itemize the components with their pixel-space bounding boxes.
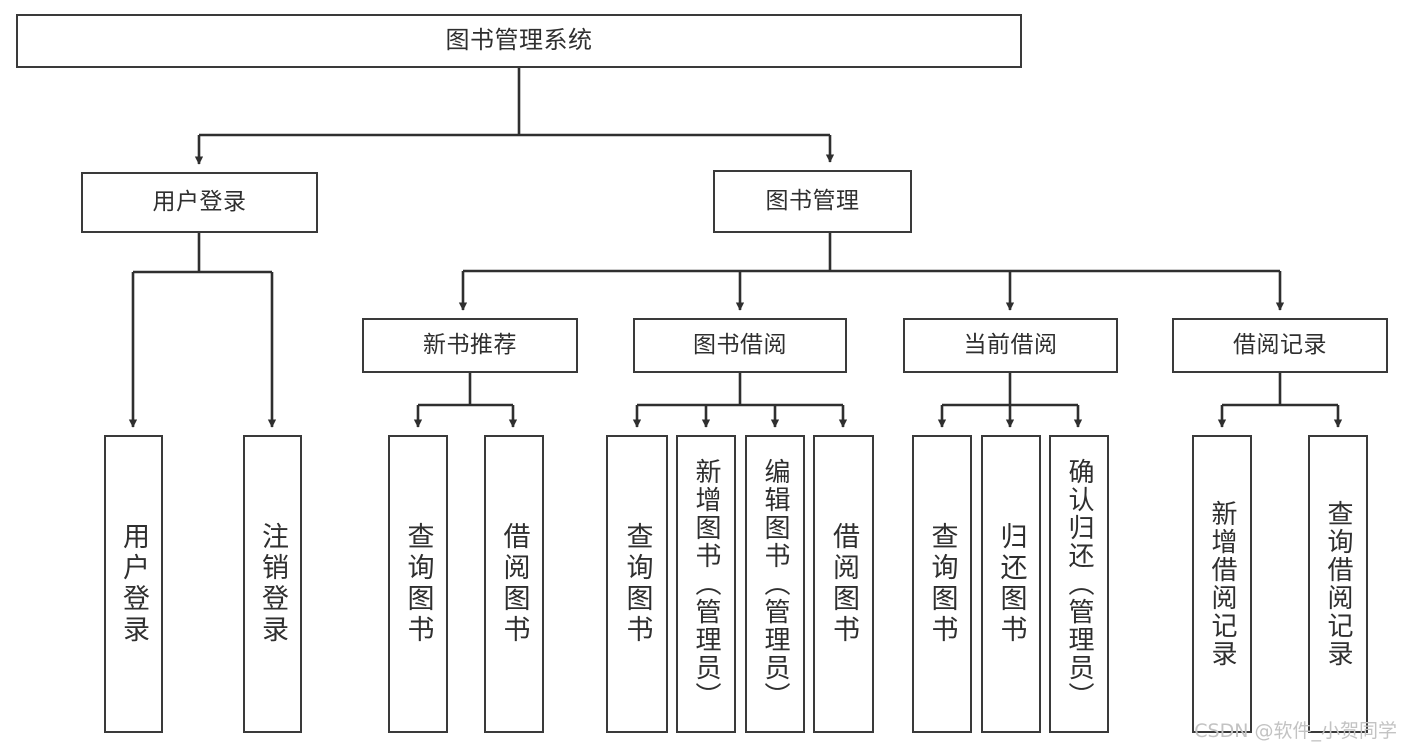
- leaf-label: 注销登录: [257, 522, 288, 646]
- leaf-label: 用户登录: [118, 522, 149, 646]
- leaf-logout[interactable]: 注销登录: [243, 435, 302, 733]
- node-user-login[interactable]: 用户登录: [81, 172, 318, 233]
- node-book-management-system[interactable]: 图书管理系统: [16, 14, 1022, 68]
- leaf-label: 借阅图书: [498, 522, 530, 646]
- leaf-label: 编辑图书（管理员）: [760, 458, 790, 710]
- leaf-label: 查询图书: [621, 522, 653, 646]
- node-label: 图书借阅: [693, 332, 787, 359]
- leaf-label: 确认归还（管理员）: [1064, 458, 1094, 710]
- leaf-label: 新增借阅记录: [1207, 500, 1237, 668]
- node-new-book-recommend[interactable]: 新书推荐: [362, 318, 578, 373]
- csdn-watermark: CSDN @软件_小贺同学: [1194, 720, 1397, 742]
- leaf-query-book-current[interactable]: 查询图书: [912, 435, 972, 733]
- node-book-management[interactable]: 图书管理: [713, 170, 912, 233]
- leaf-label: 新增图书（管理员）: [691, 458, 721, 710]
- node-label: 新书推荐: [423, 332, 517, 359]
- node-label: 用户登录: [152, 189, 247, 216]
- node-book-borrow[interactable]: 图书借阅: [633, 318, 847, 373]
- leaf-label: 归还图书: [995, 522, 1027, 646]
- leaf-label: 查询图书: [926, 522, 958, 646]
- leaf-query-borrow-record[interactable]: 查询借阅记录: [1308, 435, 1368, 733]
- leaf-return-book[interactable]: 归还图书: [981, 435, 1041, 733]
- leaf-borrow-book[interactable]: 借阅图书: [813, 435, 874, 733]
- leaf-edit-book-admin[interactable]: 编辑图书（管理员）: [745, 435, 805, 733]
- leaf-label: 借阅图书: [828, 522, 859, 646]
- node-label: 图书管理: [765, 188, 860, 215]
- node-label: 当前借阅: [963, 332, 1058, 359]
- node-label: 借阅记录: [1233, 332, 1327, 359]
- leaf-add-borrow-record[interactable]: 新增借阅记录: [1192, 435, 1252, 733]
- node-current-borrow[interactable]: 当前借阅: [903, 318, 1118, 373]
- leaf-label: 查询图书: [402, 522, 434, 646]
- leaf-add-book-admin[interactable]: 新增图书（管理员）: [676, 435, 736, 733]
- node-borrow-record[interactable]: 借阅记录: [1172, 318, 1388, 373]
- leaf-query-book-recommend[interactable]: 查询图书: [388, 435, 448, 733]
- leaf-borrow-book-recommend[interactable]: 借阅图书: [484, 435, 544, 733]
- node-label: 图书管理系统: [445, 26, 593, 55]
- leaf-label: 查询借阅记录: [1323, 500, 1353, 668]
- leaf-query-book-borrow[interactable]: 查询图书: [606, 435, 668, 733]
- leaf-user-login[interactable]: 用户登录: [104, 435, 163, 733]
- leaf-confirm-return-admin[interactable]: 确认归还（管理员）: [1049, 435, 1109, 733]
